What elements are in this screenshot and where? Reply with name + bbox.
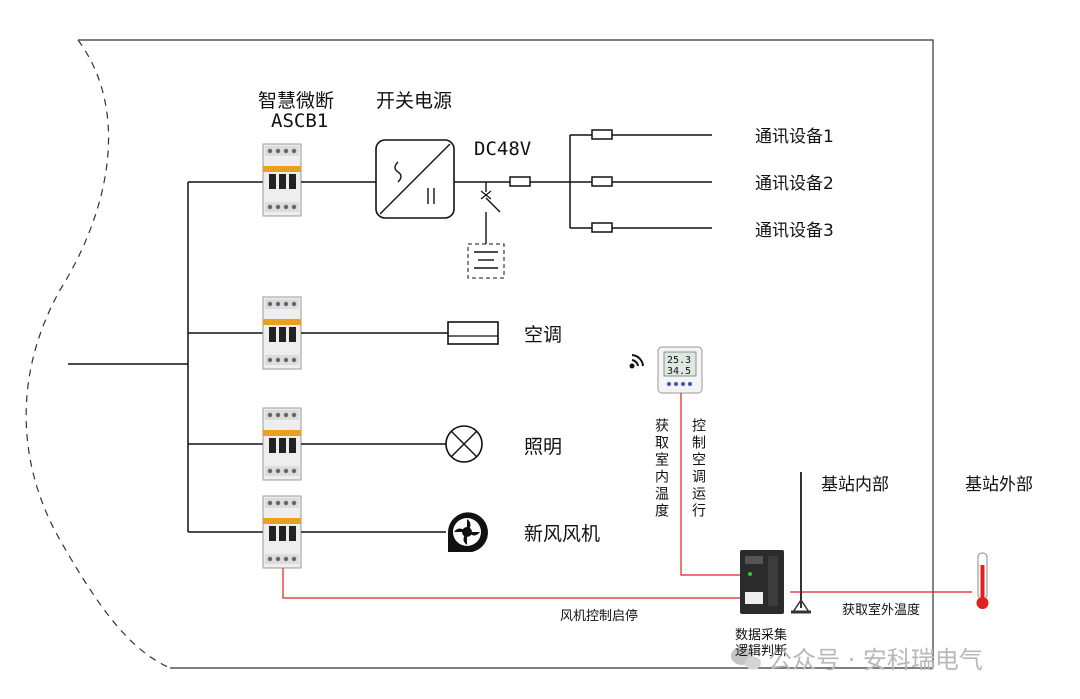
breaker-label: 智慧微断 xyxy=(258,90,335,112)
battery-switch-icon xyxy=(467,182,505,279)
air-conditioner-icon xyxy=(447,321,499,345)
collector-label-line2: 逻辑判断 xyxy=(735,644,788,659)
collector-label-line1: 数据采集 xyxy=(735,628,788,643)
sensor-temp-reading: 25.3 xyxy=(667,355,691,366)
control-ac-label: 控制空调运行 xyxy=(690,418,706,520)
fan-control-signal-line xyxy=(282,568,742,599)
breaker-model: ASCB1 xyxy=(271,110,329,132)
station-inside-label: 基站内部 xyxy=(821,475,889,495)
data-collector-device xyxy=(740,550,784,614)
comm-device-3: 通讯设备3 xyxy=(755,221,834,241)
smart-breaker-main xyxy=(262,143,302,217)
watermark: 公众号 · 安科瑞电气 xyxy=(768,646,983,674)
voltage-label: DC48V xyxy=(474,138,532,160)
comm-device-1: 通讯设备1 xyxy=(755,127,834,147)
load-fan-label: 新风风机 xyxy=(524,523,601,545)
thermometer-icon xyxy=(976,552,989,609)
site-boundary xyxy=(78,39,934,669)
psu-label: 开关电源 xyxy=(376,90,453,112)
smart-breaker-fan xyxy=(262,495,302,569)
lamp-icon xyxy=(445,425,483,463)
load-ac-label: 空调 xyxy=(524,324,563,346)
station-outside-label: 基站外部 xyxy=(965,475,1033,495)
wifi-icon xyxy=(629,354,644,369)
outdoor-temp-label: 获取室外温度 xyxy=(842,603,921,618)
indoor-temp-label: 获取室内温度 xyxy=(653,418,669,520)
fuse-icon xyxy=(591,222,613,233)
load-lighting-label: 照明 xyxy=(524,436,563,458)
fuse-icon xyxy=(509,176,531,187)
smart-breaker-lighting xyxy=(262,407,302,481)
smart-breaker-ac xyxy=(262,296,302,370)
temp-humidity-sensor xyxy=(657,346,703,394)
wechat-logo-icon xyxy=(731,647,761,670)
site-boundary-dashed xyxy=(25,39,171,669)
fan-control-label: 风机控制启停 xyxy=(560,609,639,624)
fuse-icon xyxy=(591,176,613,187)
fuse-icon xyxy=(591,129,613,140)
comm-device-2: 通讯设备2 xyxy=(755,174,834,194)
fan-icon xyxy=(448,512,488,552)
indoor-temp-signal-line xyxy=(680,393,742,576)
switching-psu-icon xyxy=(375,139,455,219)
antenna-icon xyxy=(791,472,811,614)
sensor-humidity-reading: 34.5 xyxy=(667,366,691,377)
